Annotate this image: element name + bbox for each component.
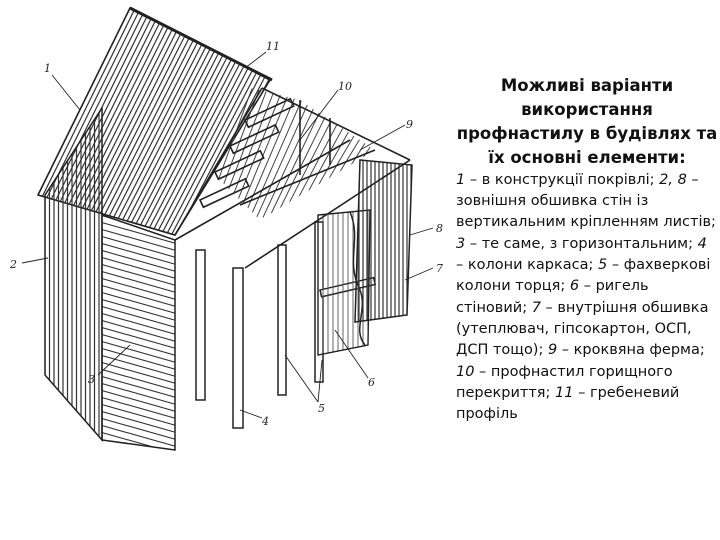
caption-item-number: 6 <box>569 278 580 295</box>
caption: Можливі варіанти використання профнастил… <box>456 74 718 425</box>
callout-11: 11 <box>266 40 280 53</box>
callout-9: 9 <box>406 118 413 131</box>
attic-ceiling-sheeting <box>210 88 375 220</box>
caption-item-text: фахверкові колони торця; <box>456 256 711 295</box>
caption-item-text: те саме, з горизонтальним; <box>481 235 693 252</box>
caption-item-text: профнастил горищного перекриття; <box>456 363 673 401</box>
callout-2: 2 <box>9 258 17 271</box>
callout-6: 6 <box>368 376 375 389</box>
ridge-profile <box>129 6 273 82</box>
callout-10: 10 <box>338 80 352 93</box>
callout-7: 7 <box>436 262 443 275</box>
caption-item-number: 10 <box>456 363 475 380</box>
inner-lining <box>318 210 369 355</box>
caption-title: Можливі варіанти використання профнастил… <box>456 76 718 167</box>
callout-5: 5 <box>318 402 325 415</box>
caption-item-number: 3 <box>456 235 466 252</box>
gable-wall-sheeting <box>45 108 100 440</box>
caption-item-number: 2, 8 <box>659 171 687 188</box>
right-wall-sheeting <box>355 160 412 322</box>
callout-1: 1 <box>44 62 51 75</box>
caption-item-number: 5 <box>597 256 608 273</box>
caption-item-text: кроквяна ферма; <box>573 342 705 359</box>
caption-item-text: внутрішня обшивка (утеплювач, гіпсокарто… <box>456 299 709 359</box>
callout-8: 8 <box>436 222 443 235</box>
caption-item-number: 4 <box>697 235 707 252</box>
caption-item-number: 9 <box>547 342 558 359</box>
rafter-truss <box>174 87 411 241</box>
caption-item-number: 11 <box>555 384 574 401</box>
caption-item-text: зовнішня обшивка стін із вертикальним кр… <box>456 193 716 231</box>
front-wall-sheeting <box>102 215 175 450</box>
caption-item-text: колони каркаса; <box>467 256 594 273</box>
caption-item-number: 1 <box>456 171 466 188</box>
callout-3: 3 <box>88 373 95 386</box>
caption-item-text: ригель стіновий; <box>456 278 649 316</box>
caption-body: 1 – в конструкції покрівлі; 2, 8 – зовні… <box>456 171 716 423</box>
caption-item-number: 7 <box>531 299 541 316</box>
callout-4: 4 <box>261 415 269 428</box>
gable-end-columns <box>277 221 324 396</box>
frame-columns <box>195 249 244 429</box>
caption-item-text: в конструкції покрівлі; <box>481 171 655 188</box>
building-diagram: 1 2 3 4 5 6 7 8 9 10 11 <box>9 6 443 451</box>
caption-item-text: гребеневий профіль <box>456 384 680 423</box>
